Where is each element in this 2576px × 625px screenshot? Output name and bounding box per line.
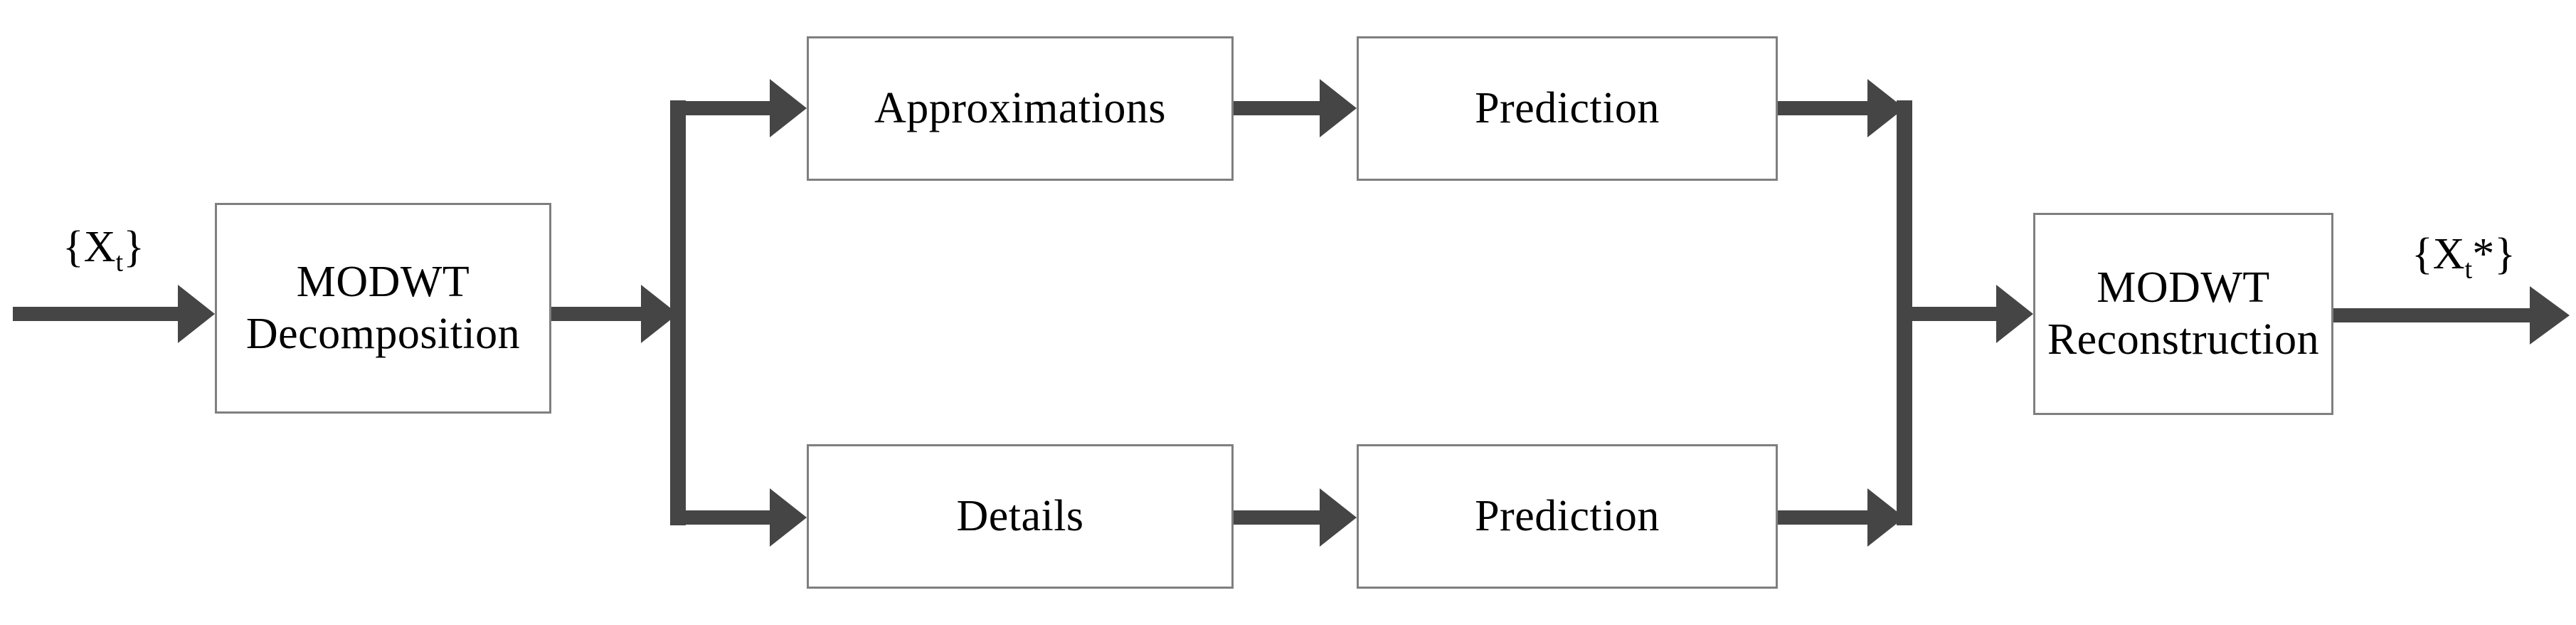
- node-label-prediction-top: Prediction: [1475, 83, 1660, 132]
- node-modwt-reconstruction[interactable]: MODWT Reconstruction: [2033, 213, 2333, 415]
- output-signal-close: }: [2494, 230, 2516, 278]
- arrow-merge-to-reconstruction: [1904, 285, 2033, 343]
- input-signal-close: }: [123, 223, 144, 271]
- edge-label-output-signal: {Xt*}: [2412, 229, 2516, 283]
- node-label-approximations: Approximations: [874, 83, 1166, 132]
- input-signal-subscript: t: [115, 247, 124, 278]
- node-prediction-bottom[interactable]: Prediction: [1357, 444, 1778, 589]
- node-modwt-decomposition[interactable]: MODWT Decomposition: [215, 203, 551, 414]
- arrow-input-to-decomposition: [13, 285, 215, 343]
- edge-label-input-signal: {Xt}: [63, 222, 144, 276]
- arrow-split-to-approximations: [678, 79, 807, 137]
- node-prediction-top[interactable]: Prediction: [1357, 36, 1778, 181]
- output-signal-star: *: [2472, 230, 2495, 278]
- arrow-decomposition-to-split: [551, 285, 678, 343]
- arrow-split-to-details: [678, 488, 807, 547]
- node-label-details: Details: [956, 491, 1084, 540]
- node-details[interactable]: Details: [807, 444, 1234, 589]
- node-label-modwt-decomposition: MODWT Decomposition: [245, 257, 521, 358]
- arrow-prediction-bottom-to-merge: [1778, 488, 1904, 547]
- node-label-modwt-reconstruction: MODWT Reconstruction: [2047, 263, 2320, 364]
- output-signal-subscript: t: [2464, 254, 2473, 285]
- input-signal-base: {X: [63, 223, 116, 271]
- arrow-details-to-prediction: [1234, 488, 1357, 547]
- arrow-reconstruction-to-output: [2333, 286, 2570, 345]
- arrow-prediction-top-to-merge: [1778, 79, 1904, 137]
- arrow-approximations-to-prediction: [1234, 79, 1357, 137]
- node-approximations[interactable]: Approximations: [807, 36, 1234, 181]
- node-label-prediction-bottom: Prediction: [1475, 491, 1660, 540]
- output-signal-base: {X: [2412, 230, 2465, 278]
